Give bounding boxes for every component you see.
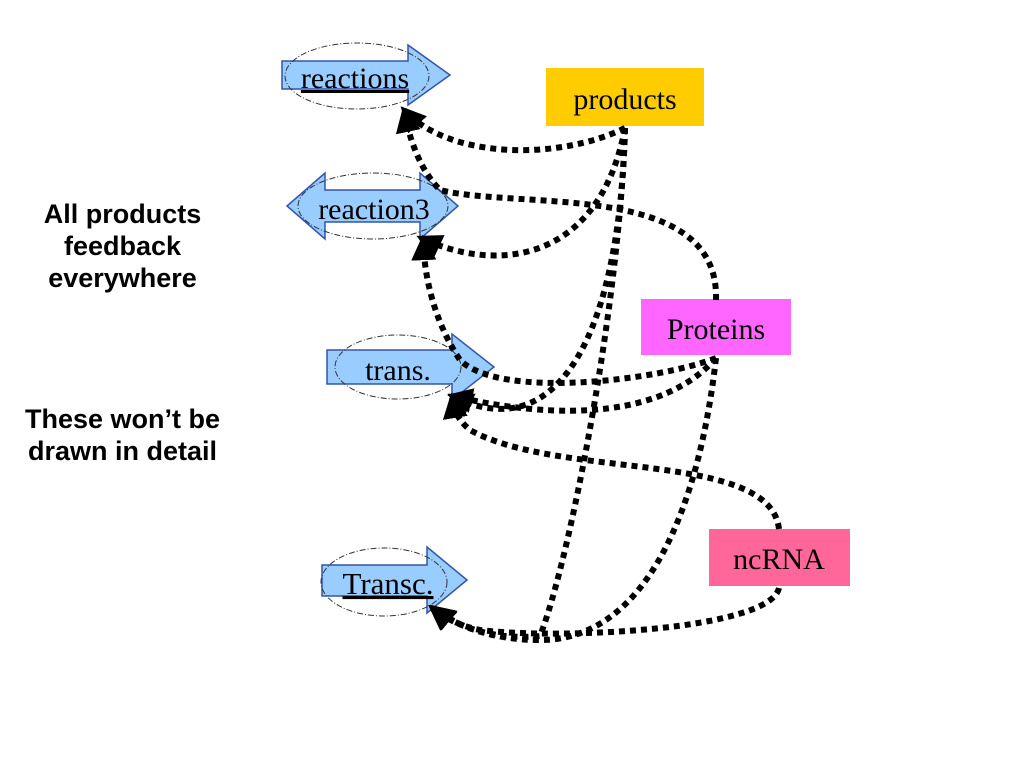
ncrna-node: ncRNA	[709, 529, 850, 586]
products-node: products	[546, 68, 704, 126]
transc-halo	[320, 547, 448, 617]
proteins-to-trans-arrow	[447, 356, 719, 414]
proteins-node: Proteins	[641, 299, 791, 355]
detail-note-line2: These won’t be drawn in detail	[24, 404, 221, 466]
products-box	[546, 68, 704, 126]
reactions-halo	[284, 42, 430, 110]
reactions-arrow-shape	[281, 43, 452, 107]
proteins-box	[641, 299, 791, 355]
transc-label: Transc.	[342, 566, 433, 601]
ncrna-label: ncRNA	[733, 543, 825, 576]
ncrna-to-trans-arrow	[442, 393, 782, 530]
trans-label: trans.	[365, 354, 431, 387]
reactions-process: reactions	[281, 42, 452, 110]
feedback-note: All products feedback everywhere	[20, 198, 225, 294]
proteins-label: Proteins	[667, 313, 765, 346]
ncrna-to-transc-arrow	[430, 586, 782, 637]
trans-process: trans.	[326, 332, 496, 402]
trans-halo	[334, 334, 462, 400]
reaction3-process: reaction3	[285, 171, 460, 241]
ncrna-box	[709, 529, 850, 586]
reaction3-label: reaction3	[318, 193, 430, 226]
transc-process: Transc.	[320, 545, 469, 617]
reactions-label: reactions	[301, 62, 409, 95]
proteins-to-transc-arrow	[430, 357, 719, 644]
transc-arrow-shape	[321, 545, 469, 615]
products-to-reaction3-arrow	[416, 127, 628, 259]
reaction3-halo	[297, 172, 449, 240]
products-label: products	[573, 83, 676, 116]
proteins-to-reaction3-arrow	[411, 234, 718, 386]
proteins-to-reactions-arrow	[395, 107, 720, 301]
feedback-note-line1: All products feedback everywhere	[43, 199, 202, 293]
detail-note: These won’t be drawn in detail	[20, 403, 225, 467]
feedback-arrows	[395, 106, 782, 644]
reaction3-double-arrow-shape	[285, 171, 460, 241]
